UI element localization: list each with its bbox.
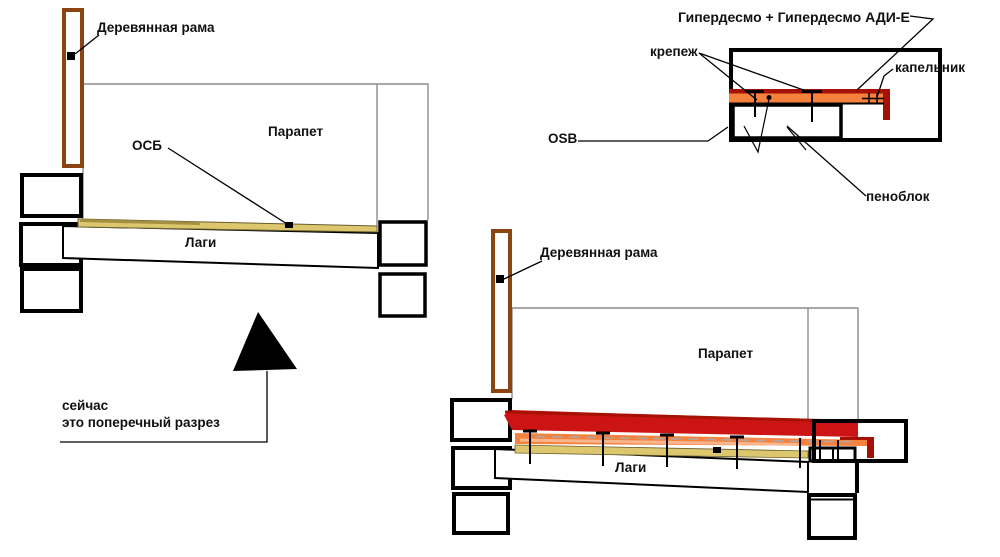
detail-fastener-label: крепеж (650, 44, 698, 59)
right-parapet-outline (511, 307, 859, 420)
left-frame-label: Деревянная рама (97, 20, 215, 35)
detail-drip-label: капельник (895, 60, 966, 75)
left-joists-label: Лаги (185, 235, 217, 250)
detail-title-leader-line (856, 15, 935, 91)
right-block-1 (450, 398, 512, 442)
right-underlayer-dash-line (534, 435, 856, 443)
detail-drip-edge (883, 93, 890, 120)
left-osb-marker (285, 222, 293, 228)
right-osb-deck (514, 444, 809, 459)
left-osb-label: ОСБ (132, 138, 162, 153)
left-block-3 (20, 267, 83, 313)
detail-coating-orange (729, 93, 886, 103)
left-block-1 (20, 173, 83, 218)
note-line-2: это поперечный разрез (62, 415, 220, 430)
detail-fastener-leader-2 (698, 52, 813, 94)
right-drip-edge (867, 439, 874, 458)
detail-osb-box (731, 103, 843, 140)
left-joist-beam (62, 224, 379, 270)
detail-title: Гипердесмо + Гипердесмо АДИ-Е (678, 9, 910, 25)
right-foam-block-box (812, 419, 908, 463)
detail-sketch-zigzag (743, 98, 770, 154)
right-frame-marker (496, 275, 504, 283)
right-joist-beam (494, 447, 809, 494)
left-parapet-label: Парапет (268, 124, 324, 139)
left-right-block-2 (378, 272, 427, 318)
right-underlayer-salmon-line (519, 438, 801, 446)
right-osb-marker (713, 447, 721, 453)
section-arrow (233, 312, 297, 371)
left-wooden-frame (62, 8, 84, 168)
right-wooden-frame (491, 229, 512, 393)
detail-osb-leader-line (578, 126, 729, 142)
detail-osb-label: OSB (548, 131, 578, 146)
left-parapet-outline (82, 83, 429, 226)
right-bottom-block (807, 493, 857, 540)
detail-fastener-leader-1 (698, 52, 758, 101)
right-coating-red (504, 410, 858, 437)
detail-diagram (578, 15, 942, 197)
detail-fastener-dot (766, 95, 772, 100)
right-fastener-ticks (523, 429, 839, 469)
right-block-3 (452, 492, 510, 535)
detail-foam-label: пеноблок (866, 189, 930, 204)
detail-drip-leader-line (876, 68, 894, 98)
left-osb-shade (79, 219, 201, 225)
right-coating-top-edge (504, 410, 859, 423)
left-frame-marker (67, 52, 75, 60)
right-frame-leader-line (503, 260, 543, 280)
note-line-1: сейчас (62, 398, 109, 413)
left-frame-leader-line (74, 34, 100, 55)
right-frame-label: Деревянная рама (540, 245, 658, 260)
note-leader-line (60, 371, 268, 443)
right-diagram (450, 229, 908, 540)
right-parapet-label: Парапет (698, 346, 754, 361)
left-right-block-1 (378, 220, 428, 267)
detail-sketch-line (786, 126, 807, 151)
left-osb-leader-line (167, 147, 288, 225)
detail-foam-leader-line (786, 125, 867, 197)
right-joists-label: Лаги (615, 460, 647, 475)
left-diagram (19, 8, 429, 443)
